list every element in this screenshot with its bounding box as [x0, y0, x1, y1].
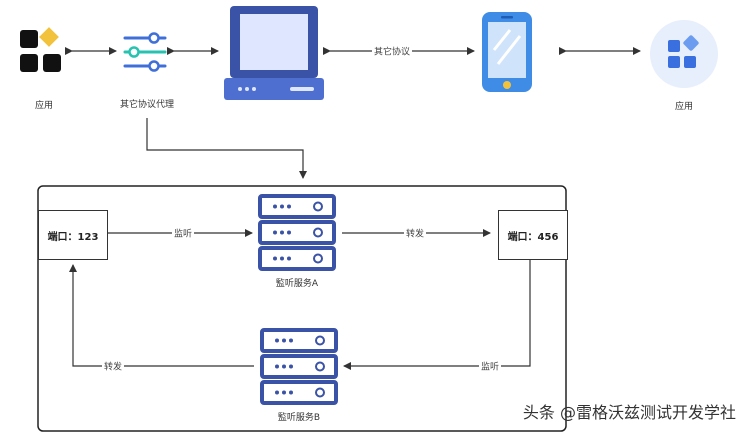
port-456-label: 端口：456	[507, 231, 559, 243]
edge-label-forward-b: 转发	[101, 359, 125, 373]
app-left-label: 应用	[34, 101, 54, 111]
edge-server-b-to-port123	[69, 264, 254, 367]
edge-label-forward-a: 转发	[403, 226, 427, 240]
proxy-label: 其它协议代理	[119, 100, 175, 110]
service-a-label: 監听服务A	[275, 279, 319, 289]
port-123-box: 端口：123	[38, 210, 108, 260]
edge-label-listen-b: 监听	[478, 359, 502, 373]
server-a-icon	[258, 194, 336, 271]
sliders-icon	[123, 32, 167, 72]
watermark: 头条 @雷格沃兹测试开发学社	[522, 403, 736, 422]
edge-label-other-protocol: 其它协议	[371, 44, 413, 58]
edge-label-listen-a: 监听	[171, 226, 195, 240]
port-456-box: 端口：456	[498, 210, 568, 260]
service-b-label: 監听服务B	[277, 413, 321, 423]
computer-icon	[224, 6, 324, 100]
app-right-label: 应用	[674, 102, 694, 112]
app-circle-icon	[650, 20, 718, 88]
port-123-label: 端口：123	[47, 231, 99, 243]
phone-icon	[482, 12, 532, 92]
edge-port456-to-server-b	[343, 257, 531, 370]
edge-proxy-to-container	[146, 118, 307, 179]
server-b-icon	[260, 328, 338, 405]
server-container	[37, 185, 567, 432]
app-grid-icon	[20, 27, 61, 72]
